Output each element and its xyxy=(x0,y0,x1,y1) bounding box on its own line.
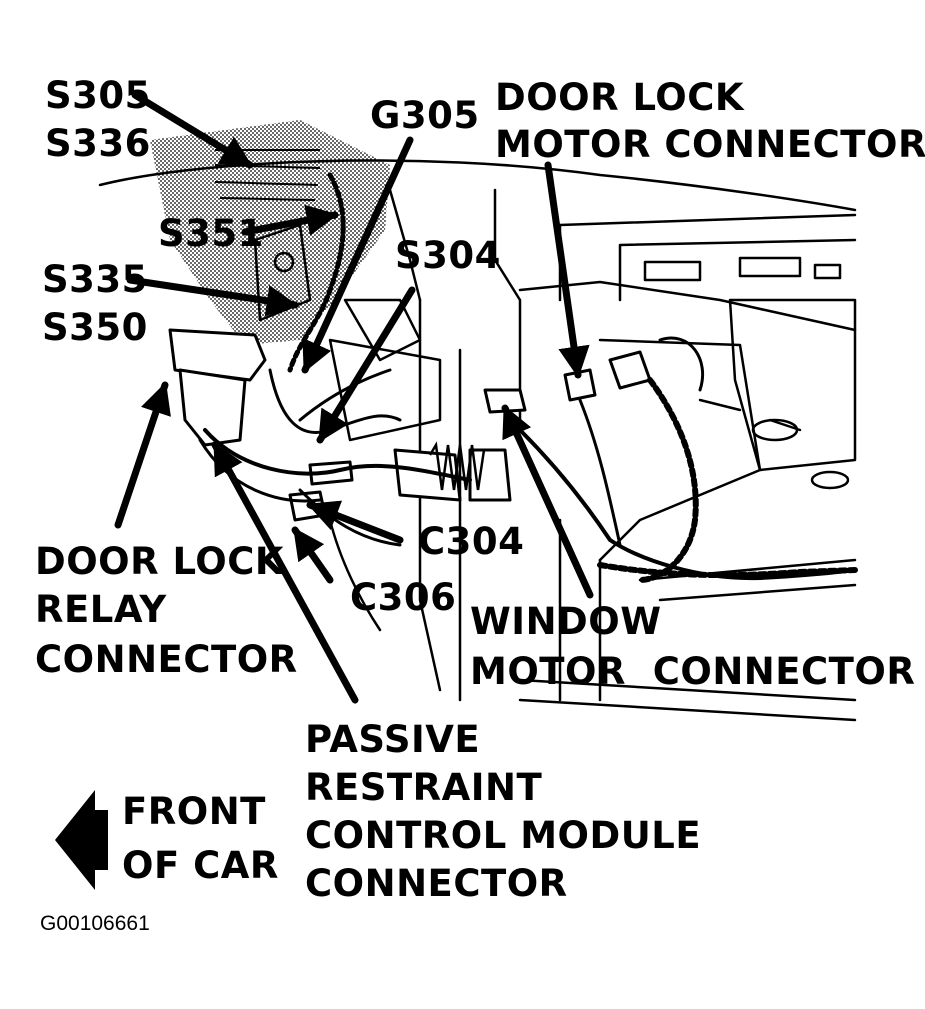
prcm-label-line4: CONNECTOR xyxy=(305,862,568,905)
splice-label-s351: S351 xyxy=(158,212,264,255)
leader-c304 xyxy=(306,500,404,544)
leader-window-motor xyxy=(501,404,594,599)
splice-label-s304: S304 xyxy=(395,234,501,277)
leader-s304 xyxy=(316,286,416,444)
leader-s305-s336 xyxy=(131,91,254,169)
door-lock-motor-label-line2: MOTOR CONNECTOR xyxy=(495,123,925,166)
leader-door-lock-motor xyxy=(544,161,590,379)
splice-label-s336: S336 xyxy=(45,122,151,165)
connector-label-c304: C304 xyxy=(418,520,525,563)
prcm-label-line3: CONTROL MODULE xyxy=(305,814,702,857)
ground-label-g305: G305 xyxy=(370,94,480,137)
leader-door-lock-relay xyxy=(114,381,171,529)
leader-prcm xyxy=(211,441,359,704)
splice-label-s335: S335 xyxy=(42,258,148,301)
door-lock-motor-label-line1: DOOR LOCK xyxy=(495,76,745,119)
prcm-label-line1: PASSIVE xyxy=(305,718,481,761)
left-arrow-icon xyxy=(55,790,108,890)
front-of-car-label-line1: FRONT xyxy=(122,790,266,833)
front-of-car-label-line2: OF CAR xyxy=(122,844,279,887)
splice-label-s305: S305 xyxy=(45,74,151,117)
leader-s335-s350 xyxy=(126,276,299,317)
prcm-label-line2: RESTRAINT xyxy=(305,766,543,809)
leader-s351 xyxy=(241,204,339,236)
connector-label-c306: C306 xyxy=(350,576,457,619)
window-motor-label-line2: MOTOR CONNECTOR xyxy=(470,650,916,693)
wire-harness xyxy=(198,172,858,632)
door-inner-panel xyxy=(98,159,857,722)
door-lock-relay-label-line1: DOOR LOCK xyxy=(35,540,285,583)
figure-id: G00106661 xyxy=(40,912,150,935)
splice-label-s350: S350 xyxy=(42,306,148,349)
coil-spring xyxy=(428,441,486,491)
callout-arrows xyxy=(114,91,594,704)
window-motor-label-line1: WINDOW xyxy=(470,600,662,643)
door-lock-relay-label-line2: RELAY xyxy=(35,588,167,631)
leader-g305 xyxy=(301,136,414,374)
leader-c306 xyxy=(291,526,334,584)
door-lock-relay-label-line3: CONNECTOR xyxy=(35,638,298,681)
